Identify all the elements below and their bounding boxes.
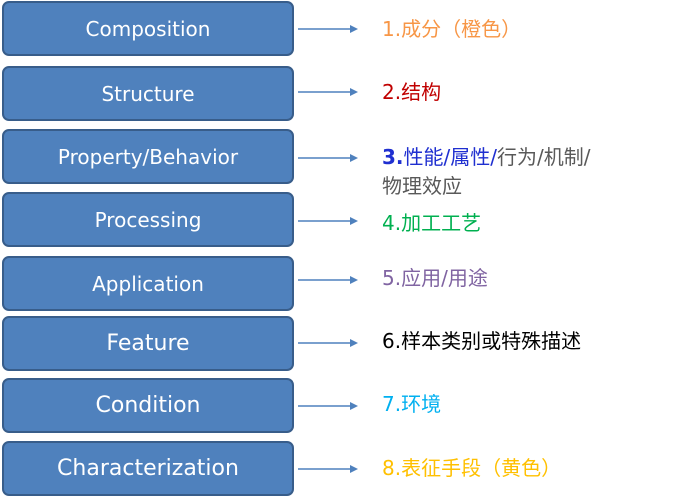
label-number: 8. (382, 456, 402, 480)
arrow-icon (298, 217, 358, 225)
label-characterization: 8.表征手段（黄色） (382, 454, 561, 483)
label-structure: 2.结构 (382, 78, 441, 107)
category-box-processing: Processing (2, 192, 294, 247)
label-text-secondary: 行为/机制/ (497, 145, 591, 169)
label-composition: 1.成分（橙色） (382, 15, 521, 44)
category-box-characterization: Characterization (2, 441, 294, 496)
label-number: 5. (382, 266, 402, 290)
label-text: 成分（橙色） (401, 17, 522, 41)
category-box-structure: Structure (2, 66, 294, 121)
label-text-tertiary: 物理效应 (382, 174, 462, 198)
category-box-application: Application (2, 256, 294, 311)
label-number: 6. (382, 329, 402, 353)
label-processing: 4.加工工艺 (382, 209, 481, 238)
label-number: 1. (382, 17, 402, 41)
category-box-condition: Condition (2, 378, 294, 433)
arrow-icon (298, 402, 358, 410)
label-text-primary: 性能/属性/ (403, 145, 497, 169)
label-text: 结构 (401, 80, 442, 104)
arrow-icon (298, 465, 358, 473)
label-number: 2. (382, 80, 402, 104)
label-text: 样本类别或特殊描述 (401, 329, 582, 353)
label-number: 4. (382, 211, 402, 235)
label-text: 环境 (401, 392, 442, 416)
category-box-feature: Feature (2, 316, 294, 371)
arrow-icon (298, 339, 358, 347)
arrow-icon (298, 25, 358, 33)
label-property-behavior: 3.性能/属性/行为/机制/ 物理效应 (382, 143, 590, 201)
category-box-composition: Composition (2, 1, 294, 56)
label-text: 表征手段（黄色） (401, 456, 562, 480)
label-feature: 6.样本类别或特殊描述 (382, 327, 581, 356)
category-box-property-behavior: Property/Behavior (2, 129, 294, 184)
label-text: 加工工艺 (401, 211, 482, 235)
label-application: 5.应用/用途 (382, 264, 488, 293)
arrow-icon (298, 276, 358, 284)
label-number: 7. (382, 392, 402, 416)
arrow-icon (298, 88, 358, 96)
arrow-icon (298, 154, 358, 162)
label-text: 应用/用途 (401, 266, 488, 290)
label-condition: 7.环境 (382, 390, 441, 419)
label-number: 3. (382, 145, 404, 169)
